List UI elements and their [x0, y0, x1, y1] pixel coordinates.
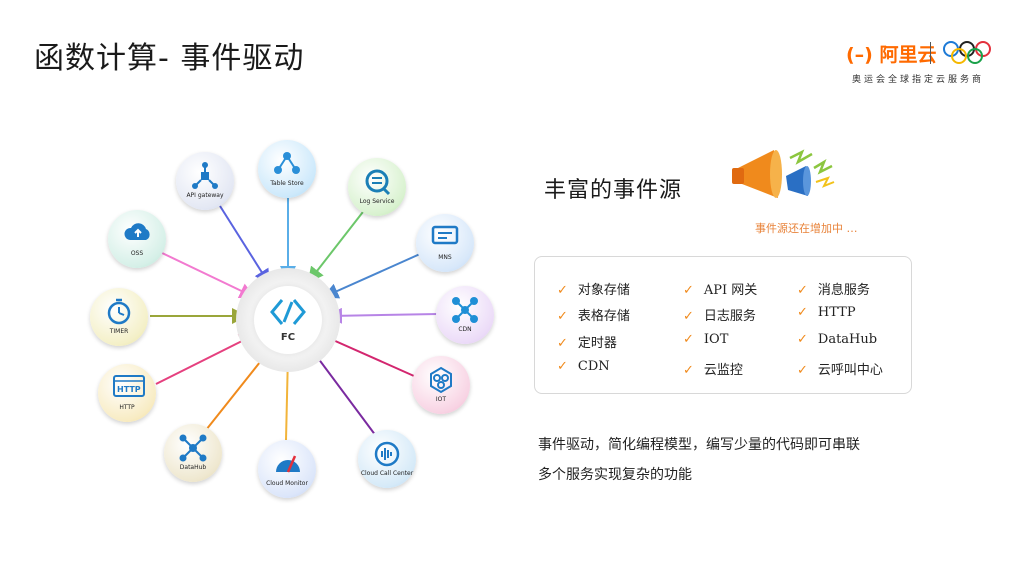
check-icon: ✓ — [683, 332, 694, 347]
node-label: OSS — [130, 250, 144, 257]
fc-label: FC — [280, 332, 296, 343]
node-datahub: DataHub — [164, 424, 222, 482]
datahub-icon — [179, 434, 207, 462]
node-label: MNS — [438, 254, 452, 261]
connection-arrows — [150, 198, 439, 441]
node-label: Cloud Monitor — [266, 480, 308, 487]
node-iot: IOT — [412, 356, 470, 414]
list-item: ✓HTTP — [797, 305, 856, 320]
list-item: ✓CDN — [557, 359, 610, 374]
arrow-cloud-call-center — [309, 346, 377, 437]
arrow-cdn — [326, 307, 439, 324]
list-item: ✓云呼叫中心 — [797, 363, 883, 378]
node-cdn: CDN — [436, 286, 494, 344]
node-http: HTTP HTTP — [98, 364, 156, 422]
check-icon: ✓ — [797, 363, 808, 378]
node-api-gateway: API gateway — [176, 152, 234, 210]
node-label: HTTP — [119, 404, 135, 411]
node-label: Log Service — [359, 198, 395, 205]
arrow-oss — [159, 251, 256, 299]
olympic-rings-icon — [943, 41, 991, 64]
check-icon: ✓ — [797, 305, 808, 320]
check-icon: ✓ — [797, 283, 808, 298]
oss-icon — [124, 223, 150, 240]
arrow-http — [155, 334, 256, 385]
arrow-datahub — [205, 348, 271, 431]
aliyun-bracket-icon: (–) — [846, 44, 873, 66]
check-icon: ✓ — [557, 359, 568, 374]
check-icon: ✓ — [683, 309, 694, 324]
http-icon: HTTP — [113, 375, 145, 397]
node-label: TIMER — [109, 328, 129, 335]
svg-text:HTTP: HTTP — [117, 385, 141, 394]
node-label: CDN — [458, 326, 472, 333]
check-icon: ✓ — [797, 332, 808, 347]
event-source-list: ✓对象存储 ✓API 网关 ✓消息服务 ✓表格存储 ✓日志服务 ✓HTTP ✓定… — [534, 256, 912, 394]
aliyun-logo: (–) 阿里云 奥运会全球指定云服务商 — [846, 38, 1006, 85]
check-icon: ✓ — [683, 363, 694, 378]
node-log-service: Log Service — [348, 158, 406, 216]
arrow-log-service — [307, 207, 367, 284]
list-item: ✓API 网关 — [683, 283, 758, 298]
list-item: ✓IOT — [683, 332, 729, 347]
list-item: ✓消息服务 — [797, 283, 870, 298]
api-gateway-icon — [192, 162, 218, 189]
description-line: 多个服务实现复杂的功能 — [538, 467, 692, 483]
iot-icon — [430, 366, 452, 394]
logo-brand: (–) 阿里云 — [846, 40, 937, 67]
description-line: 事件驱动，简化编程模型，编写少量的代码即可串联 — [538, 437, 860, 453]
list-item: ✓对象存储 — [557, 283, 630, 298]
list-item: ✓DataHub — [797, 332, 878, 347]
list-item: ✓云监控 — [683, 363, 743, 378]
list-item: ✓定时器 — [557, 336, 617, 351]
node-table-store: Table Store — [258, 140, 316, 198]
description: 事件驱动，简化编程模型，编写少量的代码即可串联 多个服务实现复杂的功能 — [538, 430, 918, 490]
cloud-call-center-icon — [374, 441, 400, 467]
node-label: Cloud Call Center — [360, 470, 414, 477]
arrow-iot — [320, 333, 415, 377]
fc-center-node: FC — [236, 268, 340, 372]
table-store-icon — [274, 152, 300, 174]
node-label: DataHub — [179, 464, 207, 471]
node-label: IOT — [435, 396, 447, 403]
node-label: Table Store — [270, 180, 304, 187]
logo-subtitle: 奥运会全球指定云服务商 — [852, 75, 985, 85]
event-source-diagram: FC Table Store Log Service MNS — [90, 140, 494, 498]
timer-icon — [107, 298, 131, 325]
sources-title: 丰富的事件源 — [544, 178, 683, 203]
cloud-monitor-icon — [276, 455, 300, 473]
logo-divider — [930, 42, 931, 64]
mns-icon — [431, 225, 459, 245]
log-service-icon — [365, 169, 391, 196]
megaphone-icon — [732, 149, 835, 198]
check-icon: ✓ — [557, 309, 568, 324]
check-icon: ✓ — [557, 283, 568, 298]
sources-note: 事件源还在增加中 … — [755, 222, 858, 235]
node-cloud-monitor: Cloud Monitor — [258, 440, 316, 498]
cdn-icon — [452, 297, 478, 323]
node-timer: TIMER — [90, 288, 148, 346]
node-cloud-call-center: Cloud Call Center — [358, 430, 416, 488]
node-label: API gateway — [186, 192, 224, 199]
page-title: 函数计算- 事件驱动 — [34, 41, 305, 76]
list-item: ✓日志服务 — [683, 309, 756, 324]
logo-brand-text: 阿里云 — [879, 44, 937, 66]
node-mns: MNS — [416, 214, 474, 272]
fc-icon — [270, 299, 306, 325]
arrow-mns — [322, 253, 421, 299]
list-item: ✓表格存储 — [557, 309, 630, 324]
check-icon: ✓ — [557, 336, 568, 351]
check-icon: ✓ — [683, 283, 694, 298]
node-oss: OSS — [108, 210, 166, 268]
arrow-api-gateway — [219, 205, 271, 286]
